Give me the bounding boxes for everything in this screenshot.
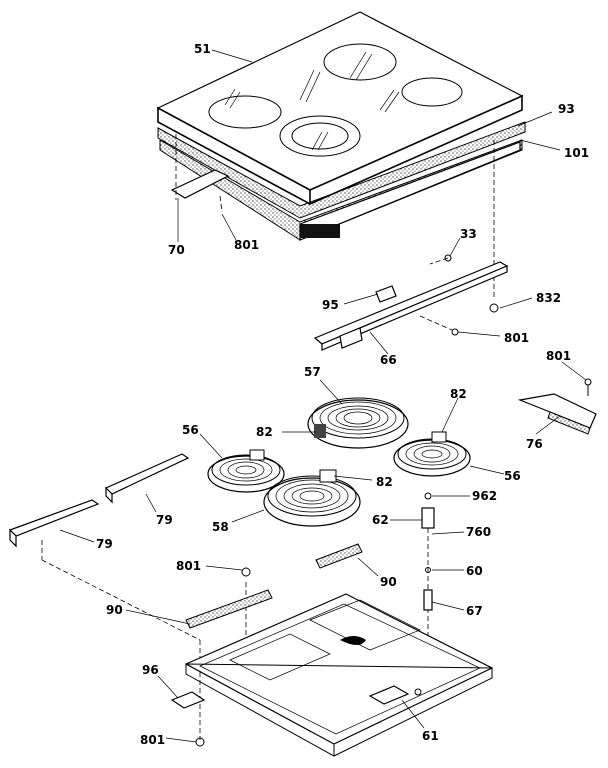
label-801-rear: 801 bbox=[504, 331, 529, 345]
label-90-left: 90 bbox=[106, 603, 123, 617]
burner-ring-right bbox=[401, 77, 463, 107]
trim-79-lower bbox=[8, 499, 100, 537]
label-801-bottom: 801 bbox=[140, 733, 165, 747]
rear-bracket bbox=[313, 254, 509, 351]
label-62: 62 bbox=[372, 513, 389, 527]
front-bracket bbox=[170, 169, 230, 199]
foot-bracket-96 bbox=[170, 691, 206, 709]
label-95: 95 bbox=[322, 298, 339, 312]
side-trims bbox=[8, 453, 190, 548]
label-801-top: 801 bbox=[234, 238, 259, 252]
label-93: 93 bbox=[558, 102, 575, 116]
label-101: 101 bbox=[564, 146, 589, 160]
label-56-left: 56 bbox=[182, 423, 199, 437]
screw-832 bbox=[489, 303, 499, 313]
label-832: 832 bbox=[536, 291, 561, 305]
burner-ring-rear bbox=[323, 43, 397, 81]
label-760: 760 bbox=[466, 525, 491, 539]
label-962: 962 bbox=[472, 489, 497, 503]
bracket-clip bbox=[375, 285, 397, 303]
cooktop-seal-layer bbox=[157, 121, 526, 219]
bracket-bar bbox=[313, 261, 509, 345]
label-67: 67 bbox=[466, 604, 483, 618]
surface-units bbox=[207, 397, 471, 527]
label-57: 57 bbox=[304, 365, 321, 379]
switch-box bbox=[517, 378, 597, 435]
label-61: 61 bbox=[422, 729, 439, 743]
surface-unit-56-left bbox=[207, 449, 285, 493]
label-79-upper: 79 bbox=[156, 513, 173, 527]
leader-lines bbox=[59, 49, 587, 743]
burner-ring-front-inner bbox=[291, 122, 349, 150]
pan-inner-rim bbox=[199, 603, 481, 735]
label-90-right: 90 bbox=[380, 575, 397, 589]
strip-90-right bbox=[315, 543, 363, 569]
switch-body bbox=[517, 393, 597, 429]
cooktop-frame-corner bbox=[300, 224, 340, 238]
label-801-mid: 801 bbox=[176, 559, 201, 573]
part-962 bbox=[424, 492, 432, 500]
label-56-right: 56 bbox=[504, 469, 521, 483]
label-70: 70 bbox=[168, 243, 185, 257]
burner-ring-left bbox=[208, 95, 282, 129]
label-66: 66 bbox=[380, 353, 397, 367]
right-column-parts bbox=[241, 492, 435, 611]
bottom-pan bbox=[170, 593, 494, 757]
label-82-right: 82 bbox=[450, 387, 467, 401]
pan-top bbox=[184, 593, 494, 745]
glass-cooktop bbox=[156, 11, 526, 241]
label-82-left: 82 bbox=[256, 425, 273, 439]
trim-79-upper bbox=[104, 453, 190, 495]
burner-ring-front-outer bbox=[279, 115, 361, 157]
label-82-center: 82 bbox=[376, 475, 393, 489]
label-801-right: 801 bbox=[546, 349, 571, 363]
terminal-block bbox=[314, 424, 326, 438]
label-96: 96 bbox=[142, 663, 159, 677]
surface-unit-56-right bbox=[393, 431, 471, 477]
bracket-bar-front bbox=[321, 265, 508, 351]
screw-801-rear bbox=[451, 328, 459, 336]
pan-bracket bbox=[368, 685, 410, 705]
part-62 bbox=[421, 507, 435, 529]
pan-cutout bbox=[340, 636, 366, 645]
label-58: 58 bbox=[212, 520, 229, 534]
bracket-tab-left bbox=[339, 327, 363, 349]
screw-33 bbox=[444, 254, 452, 262]
label-60: 60 bbox=[466, 564, 483, 578]
label-76: 76 bbox=[526, 437, 543, 451]
surface-unit-58 bbox=[263, 469, 361, 527]
surface-unit-57 bbox=[307, 397, 409, 449]
label-79-lower: 79 bbox=[96, 537, 113, 551]
screw-801-mid bbox=[241, 567, 251, 577]
terminal-strips bbox=[185, 543, 363, 629]
strip-90-left bbox=[185, 589, 273, 629]
part-67 bbox=[423, 589, 433, 611]
part-60 bbox=[425, 567, 431, 573]
part-labels: 51 93 101 70 801 33 95 832 801 66 801 57… bbox=[96, 42, 589, 747]
label-33: 33 bbox=[460, 227, 477, 241]
label-51: 51 bbox=[194, 42, 211, 56]
